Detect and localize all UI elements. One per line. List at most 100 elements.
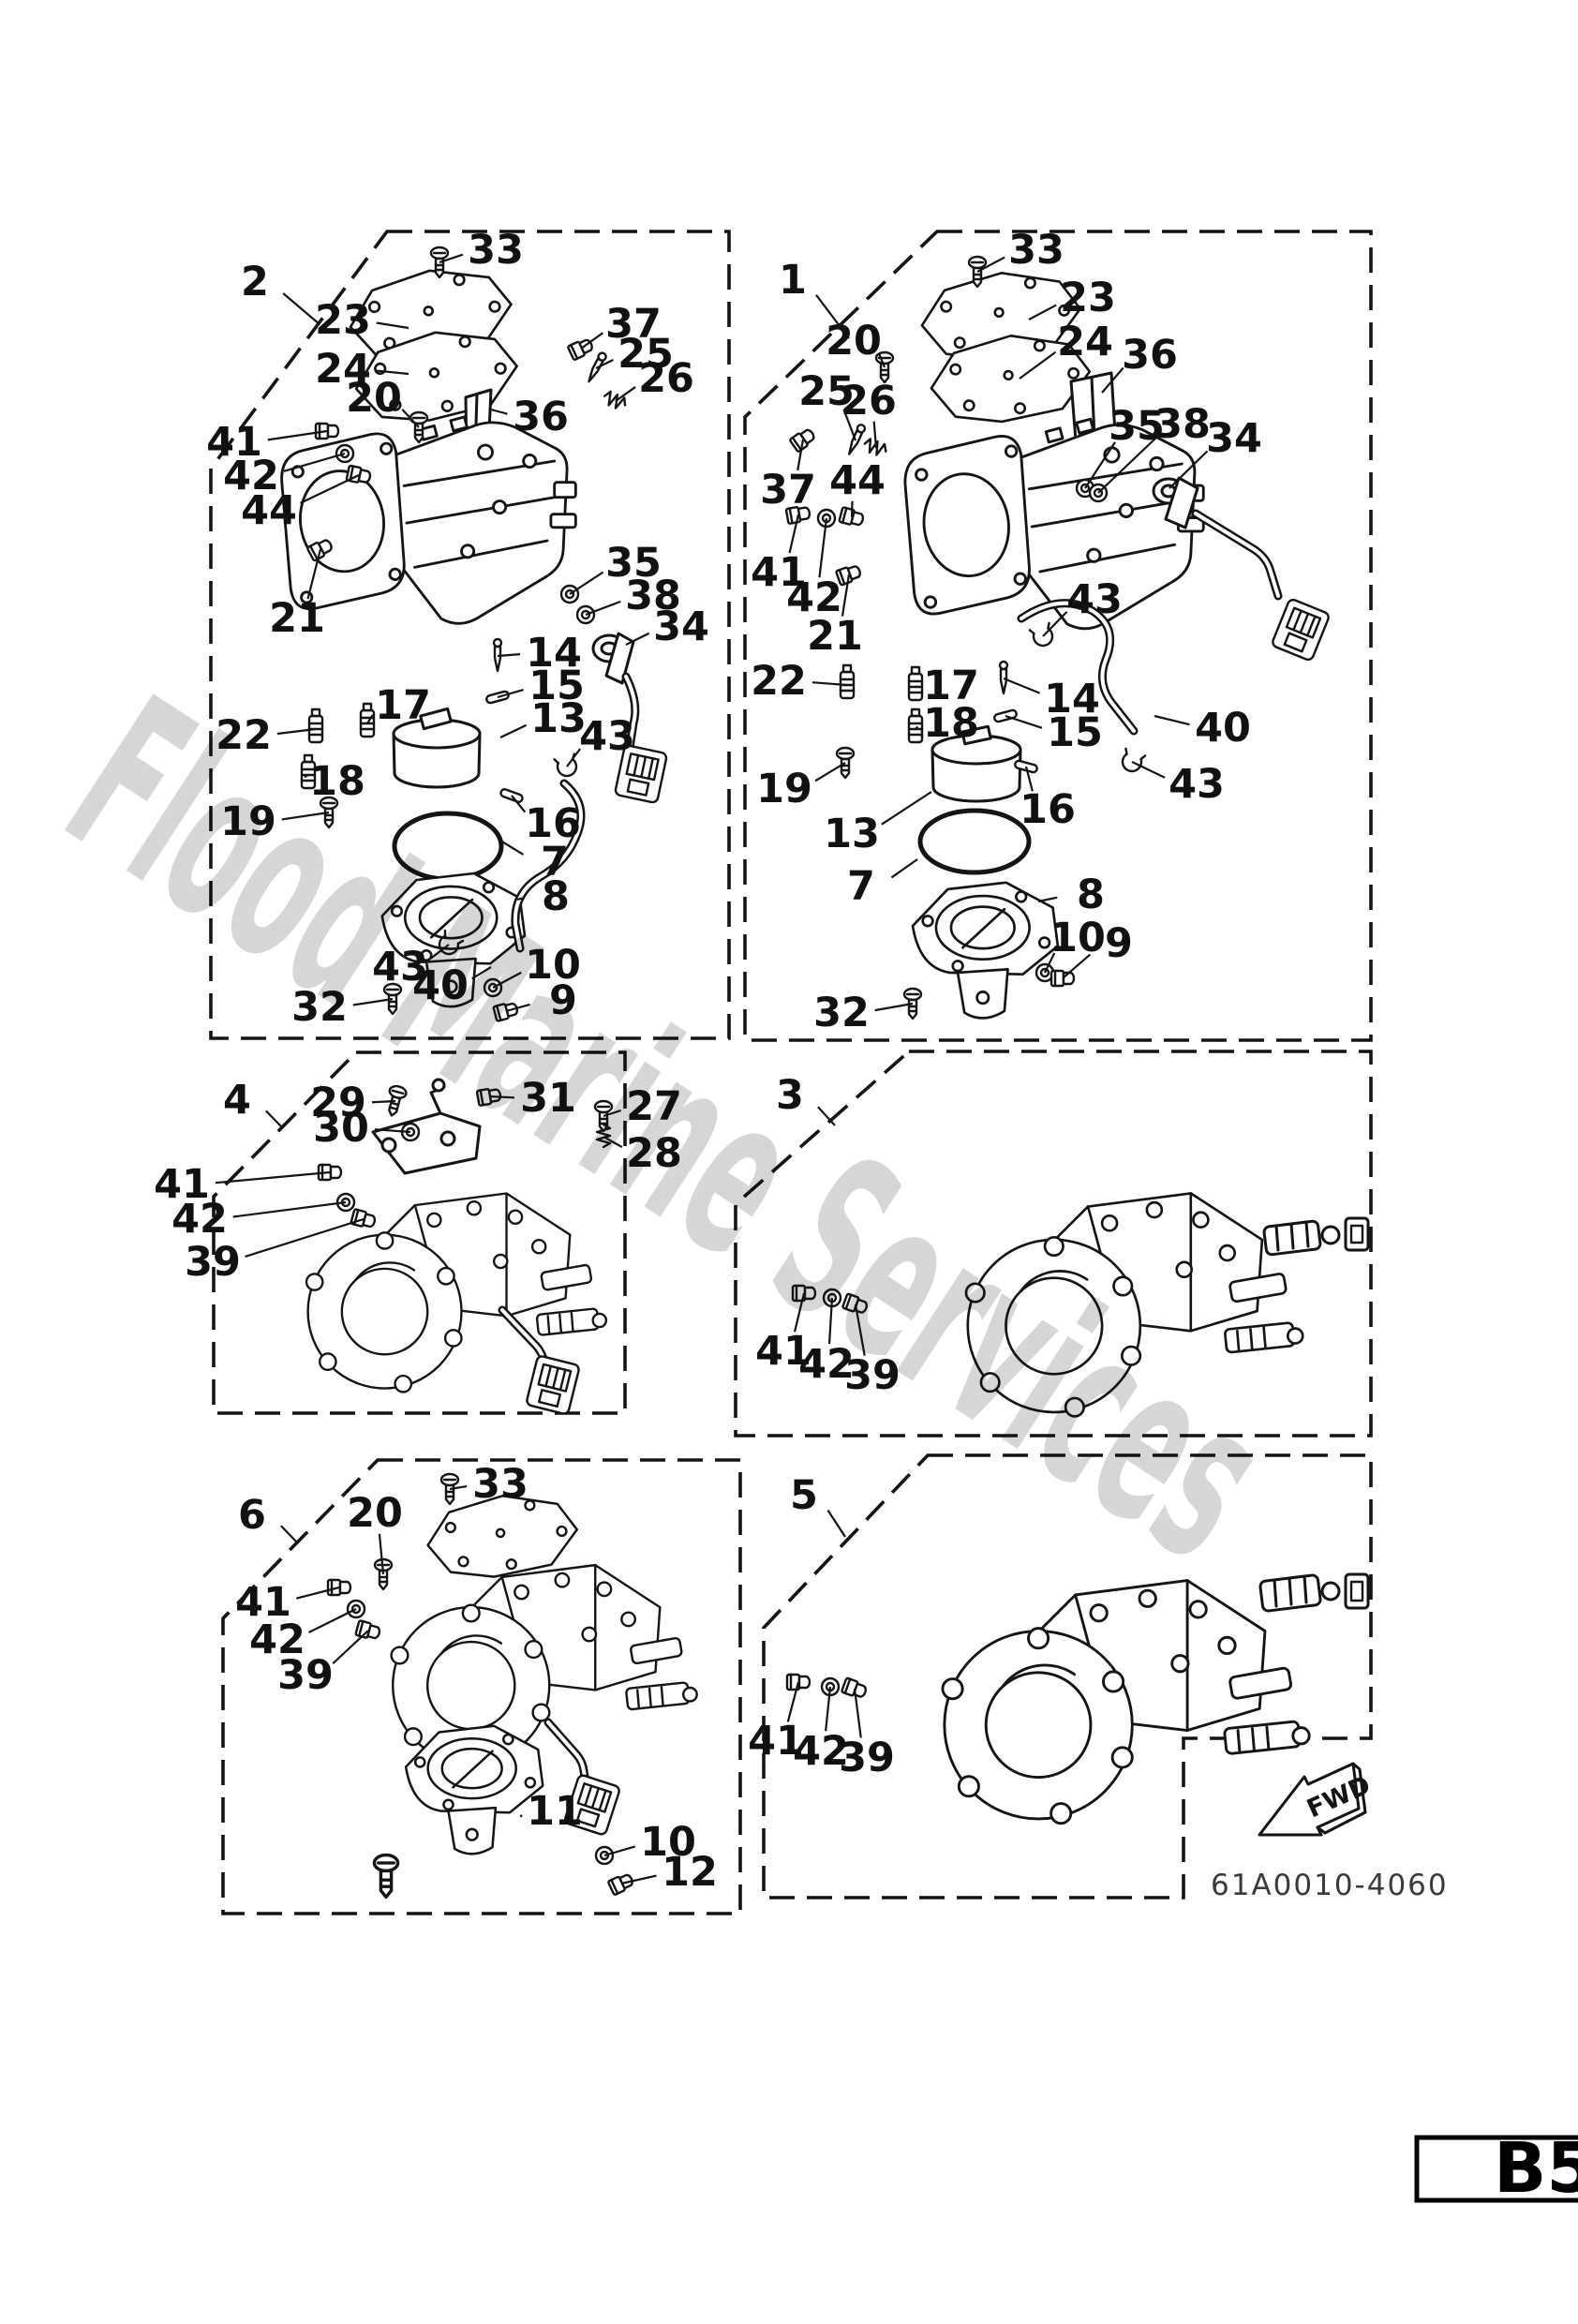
leader-line-18 <box>304 774 309 779</box>
callout-42: 42 <box>171 1196 228 1243</box>
leader-line-41 <box>296 1586 340 1600</box>
leader-line-9 <box>1062 953 1092 979</box>
callout-42: 42 <box>798 1341 855 1388</box>
callout-10: 10 <box>525 942 581 989</box>
callout-18: 18 <box>309 758 365 805</box>
carburetor-3-drawing <box>964 1191 1370 1418</box>
jet-part-22 <box>839 663 856 700</box>
leader-line-10 <box>492 971 522 989</box>
leader-line-5 <box>826 1509 846 1538</box>
solenoid-cable <box>1262 1216 1370 1257</box>
diagram-part-number: 61A0010-4060 <box>1211 1869 1449 1902</box>
callout-34: 34 <box>1206 415 1262 462</box>
callout-22: 22 <box>216 712 272 759</box>
callout-leaders <box>215 253 1209 1885</box>
carburetor-2-exploded-drawing <box>280 259 669 1008</box>
callout-12: 12 <box>662 1849 718 1896</box>
leader-line-23 <box>1028 304 1057 320</box>
carburetor-5-drawing <box>941 1572 1370 1825</box>
leader-line-17 <box>366 714 374 724</box>
leader-line-42 <box>825 1686 832 1732</box>
leader-line-26 <box>872 421 878 449</box>
callout-42: 42 <box>249 1616 305 1663</box>
leader-line-10 <box>603 1845 636 1857</box>
leader-line-28 <box>603 1136 623 1149</box>
callout-39: 39 <box>277 1652 334 1699</box>
callout-40: 40 <box>412 962 469 1009</box>
callout-41: 41 <box>755 1328 811 1375</box>
callout-7: 7 <box>541 839 569 886</box>
callout-41: 41 <box>154 1161 210 1208</box>
page-code: B5 <box>1494 2128 1578 2209</box>
leader-line-40 <box>1154 714 1190 726</box>
leader-line-42 <box>827 1297 834 1345</box>
leader-line-8 <box>1037 896 1058 903</box>
callout-10: 10 <box>640 1819 696 1866</box>
callout-33: 33 <box>1008 227 1064 274</box>
callout-42: 42 <box>223 453 279 499</box>
leader-line-36 <box>490 408 508 415</box>
leader-line-41 <box>267 429 328 441</box>
callout-4: 4 <box>223 1077 251 1124</box>
callout-9: 9 <box>549 977 577 1024</box>
leader-line-30 <box>374 1128 411 1134</box>
callout-16: 16 <box>1020 786 1076 833</box>
leader-line-42 <box>308 1608 357 1633</box>
leader-line-35 <box>1084 441 1116 489</box>
callout-11: 11 <box>527 1788 583 1835</box>
leader-line-16 <box>1024 766 1034 792</box>
leader-line-37 <box>796 439 805 471</box>
panel-borders <box>209 230 1373 1915</box>
leader-line-20 <box>878 353 886 368</box>
callout-42: 42 <box>786 574 842 621</box>
leader-line-16 <box>511 795 527 813</box>
leader-line-39 <box>332 1630 369 1664</box>
leader-line-22 <box>811 681 848 687</box>
page-code-box: B5 <box>1414 2128 1578 2209</box>
leader-line-35 <box>569 571 604 595</box>
leader-line-4 <box>265 1110 283 1128</box>
callout-42: 42 <box>793 1728 849 1775</box>
callout-41: 41 <box>206 419 262 466</box>
callout-37: 37 <box>605 301 662 348</box>
panel-border-2 <box>209 230 731 1040</box>
leader-line-41 <box>786 1681 800 1722</box>
callout-10: 10 <box>1050 915 1106 961</box>
leader-line-21 <box>306 548 322 600</box>
jet-part-18 <box>907 708 924 744</box>
callout-17: 17 <box>375 682 431 729</box>
leader-line-39 <box>853 1688 862 1738</box>
leader-line-22 <box>276 727 317 736</box>
leader-line-38 <box>585 600 621 617</box>
leader-line-14 <box>1003 677 1040 694</box>
leader-line-34 <box>1169 450 1209 489</box>
leader-line-20 <box>401 409 420 428</box>
carburetor-6-drawing <box>372 1487 698 1899</box>
callout-6: 6 <box>238 1492 266 1539</box>
callout-41: 41 <box>751 549 807 596</box>
leader-line-23 <box>376 321 409 330</box>
callout-39: 39 <box>844 1352 901 1399</box>
callout-14: 14 <box>526 630 582 677</box>
solenoid-34 <box>591 632 669 805</box>
fwd-arrow: FWD <box>1258 1762 1375 1837</box>
drain-hose-40 <box>1017 599 1139 736</box>
leader-line-10 <box>1044 952 1056 974</box>
leader-line-15 <box>497 689 524 699</box>
callout-1: 1 <box>779 257 807 304</box>
callout-44: 44 <box>829 457 886 504</box>
leader-line-41 <box>215 1170 331 1184</box>
callout-18: 18 <box>923 700 979 747</box>
callout-24: 24 <box>315 346 371 393</box>
callout-21: 21 <box>269 595 325 642</box>
leader-line-9 <box>505 1003 530 1013</box>
leader-line-8 <box>516 897 523 901</box>
leader-line-29 <box>371 1099 396 1104</box>
leader-line-43 <box>430 944 450 960</box>
callout-32: 32 <box>813 990 870 1036</box>
leader-line-34 <box>625 632 650 646</box>
